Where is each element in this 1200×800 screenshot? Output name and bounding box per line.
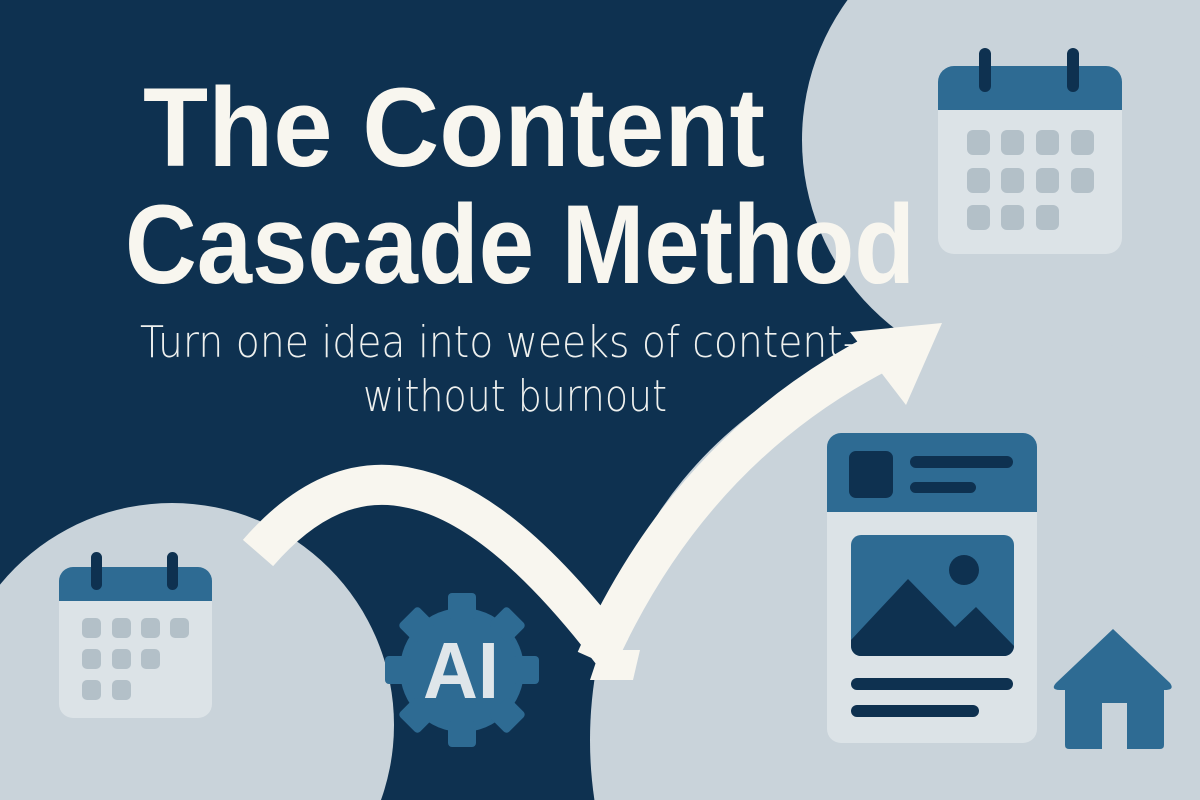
ai-label: AI [423, 626, 499, 715]
calendar-icon [59, 552, 212, 718]
ai-gear-icon: AI [385, 593, 539, 747]
social-post-card-icon [827, 433, 1037, 743]
subtitle-line-1: Turn one idea into weeks of content— [140, 317, 882, 368]
home-icon [1053, 629, 1172, 749]
image-icon [851, 535, 1014, 656]
subtitle-line-2: without burnout [363, 371, 667, 422]
title-line-2: Cascade Method [125, 182, 915, 307]
title-line-1: The Content [143, 65, 765, 190]
cascade-arrow-icon [242, 323, 942, 680]
calendar-icon [938, 48, 1122, 254]
post-avatar [849, 451, 893, 498]
